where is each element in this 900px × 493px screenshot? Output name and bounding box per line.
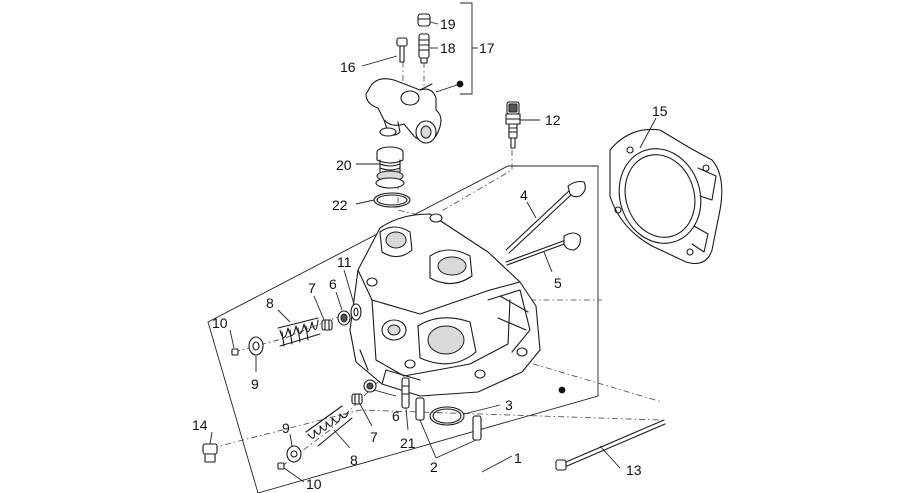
- part-4-valve: [505, 180, 586, 254]
- part-6-seal-lower: [363, 379, 377, 393]
- group-bracket-17: [460, 2, 473, 95]
- callout-20: 20: [336, 157, 352, 173]
- callout-15: 15: [652, 103, 668, 119]
- callout-9-lower: 9: [282, 420, 290, 436]
- reference-dot-bottom: [558, 386, 566, 394]
- callout-8-lower: 8: [350, 452, 358, 468]
- callout-11: 11: [337, 254, 352, 270]
- callout-21: 21: [400, 435, 416, 451]
- callout-7-upper: 7: [308, 280, 316, 296]
- callout-14: 14: [192, 417, 208, 433]
- axis-line-6: [281, 379, 381, 467]
- part-13-stud: [555, 419, 666, 471]
- axis-line-9: [519, 359, 663, 403]
- part-19-cap: [417, 13, 431, 27]
- part-16-bolt: [396, 37, 408, 63]
- part-8-spring-lower: [305, 405, 353, 447]
- part-2-dowels: [415, 397, 482, 441]
- callout-22: 22: [332, 197, 348, 213]
- callout-19: 19: [440, 16, 456, 32]
- part-9-retainer-upper: [248, 336, 264, 356]
- part-3-o-ring: [429, 406, 465, 426]
- callout-7-lower: 7: [370, 429, 378, 445]
- callout-4: 4: [520, 187, 528, 203]
- callout-18: 18: [440, 40, 456, 56]
- axis-line-4: [439, 150, 513, 213]
- callout-6-lower: 6: [392, 408, 400, 424]
- part-18-screw: [418, 33, 430, 64]
- callout-10-lower: 10: [306, 476, 322, 492]
- callout-6-upper: 6: [329, 276, 337, 292]
- callout-9-upper: 9: [251, 376, 259, 392]
- leader-lines: [209, 21, 657, 483]
- callout-3: 3: [505, 397, 513, 413]
- part-9-retainer-lower: [286, 445, 302, 463]
- part-5-valve: [505, 232, 581, 266]
- callout-10-upper: 10: [212, 315, 228, 331]
- callout-2: 2: [430, 459, 438, 475]
- callout-8-upper: 8: [266, 295, 274, 311]
- part-22-o-ring: [373, 192, 411, 208]
- part-21-pin: [401, 377, 410, 409]
- part-12-sensor: [505, 101, 521, 149]
- part-10-cotters-upper: [231, 348, 239, 356]
- thermostat-housing: [365, 78, 442, 144]
- part-11-washer: [350, 303, 362, 321]
- part-8-spring-upper: [277, 317, 321, 347]
- axis-line-7: [211, 409, 661, 449]
- callout-17: 17: [479, 40, 495, 56]
- cylinder-head-body: [349, 213, 541, 397]
- part-6-seal-upper: [337, 310, 351, 326]
- callout-5: 5: [554, 275, 562, 291]
- part-14-plug: [202, 443, 218, 463]
- part-10-cotters-lower: [277, 462, 285, 470]
- part-7-seat-lower: [351, 393, 363, 405]
- part-15-gasket: [609, 128, 723, 265]
- callout-16: 16: [340, 59, 356, 75]
- callout-12: 12: [545, 112, 561, 128]
- part-7-seat-upper: [321, 319, 333, 331]
- callout-13: 13: [626, 462, 642, 478]
- callout-1: 1: [514, 450, 522, 466]
- assembly-frame: [207, 165, 599, 493]
- part-20-thermostat: [375, 146, 405, 189]
